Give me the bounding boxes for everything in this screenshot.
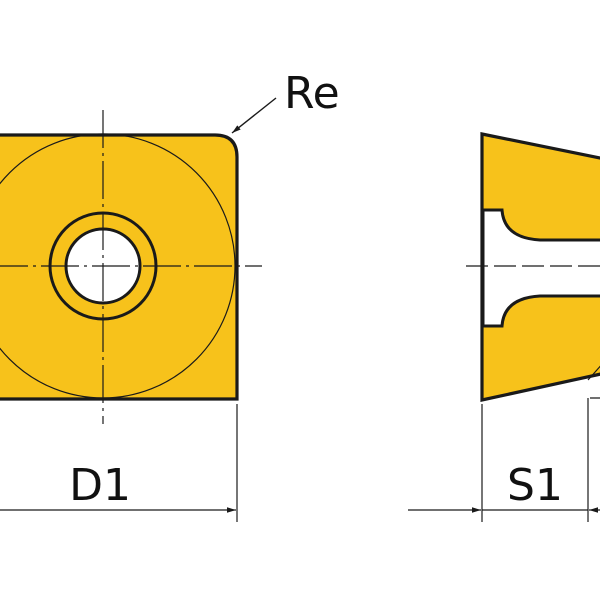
thickness-label: S1 [507, 460, 563, 511]
corner-reference-line [587, 365, 600, 381]
hole-section [481, 208, 600, 328]
side-view [466, 132, 600, 522]
diameter-dimension: D1 [0, 404, 238, 522]
corner-radius-callout: Re [231, 68, 340, 134]
top-view [0, 110, 262, 424]
thickness-dimension: S1 [408, 460, 600, 513]
corner-radius-leader [231, 97, 277, 134]
diameter-label: D1 [69, 460, 131, 511]
corner-radius-label: Re [284, 68, 340, 119]
